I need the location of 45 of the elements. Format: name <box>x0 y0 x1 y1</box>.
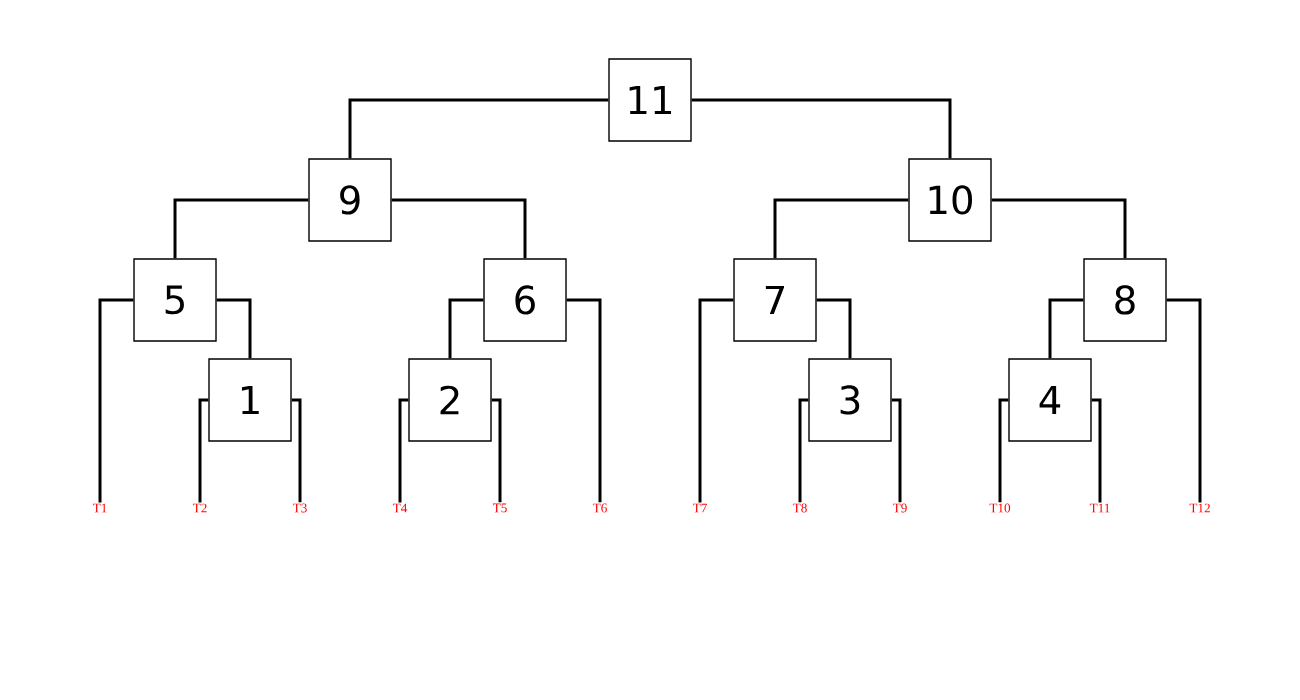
tree-connector <box>98 298 134 503</box>
tree-connector <box>391 198 527 259</box>
tree-connector <box>448 298 484 359</box>
leaf-label: T5 <box>492 503 507 513</box>
tree-connector <box>491 398 502 503</box>
leaf-label: T2 <box>192 503 207 513</box>
tree-connector <box>691 98 952 159</box>
tree-connector <box>891 398 902 503</box>
leaf-label: T11 <box>1089 503 1110 513</box>
tree-connector <box>398 398 409 503</box>
leaf-label: T9 <box>892 503 907 513</box>
number-box: 11 <box>608 58 692 142</box>
tree-connector <box>1048 298 1084 359</box>
tree-connector <box>291 398 302 503</box>
leaf-label: T6 <box>592 503 607 513</box>
tree-connector <box>566 298 602 503</box>
number-box: 2 <box>408 358 492 442</box>
number-box: 5 <box>133 258 217 342</box>
tree-connector <box>348 98 609 159</box>
number-box: 1 <box>208 358 292 442</box>
leaf-label: T10 <box>989 503 1011 513</box>
tree-connector <box>998 398 1009 503</box>
tree-connector <box>1166 298 1202 503</box>
number-box: 8 <box>1083 258 1167 342</box>
number-box: 4 <box>1008 358 1092 442</box>
number-box: 9 <box>308 158 392 242</box>
leaf-label: T7 <box>692 503 707 513</box>
leaf-label: T3 <box>292 503 307 513</box>
number-box: 3 <box>808 358 892 442</box>
tree-connector <box>698 298 734 503</box>
number-box: 7 <box>733 258 817 342</box>
number-box: 10 <box>908 158 992 242</box>
tree-connector <box>1091 398 1102 503</box>
tree-connector <box>216 298 252 359</box>
tree-connector <box>816 298 852 359</box>
tree-connector <box>991 198 1127 259</box>
number-box: 6 <box>483 258 567 342</box>
tree-connector <box>773 198 909 259</box>
leaf-label: T12 <box>1189 503 1210 513</box>
tree-connector <box>173 198 309 259</box>
leaf-label: T4 <box>392 503 408 513</box>
leaf-label: T1 <box>92 503 107 513</box>
tree-connector <box>798 398 809 503</box>
leaf-label: T8 <box>792 503 807 513</box>
tree-connector <box>198 398 209 503</box>
